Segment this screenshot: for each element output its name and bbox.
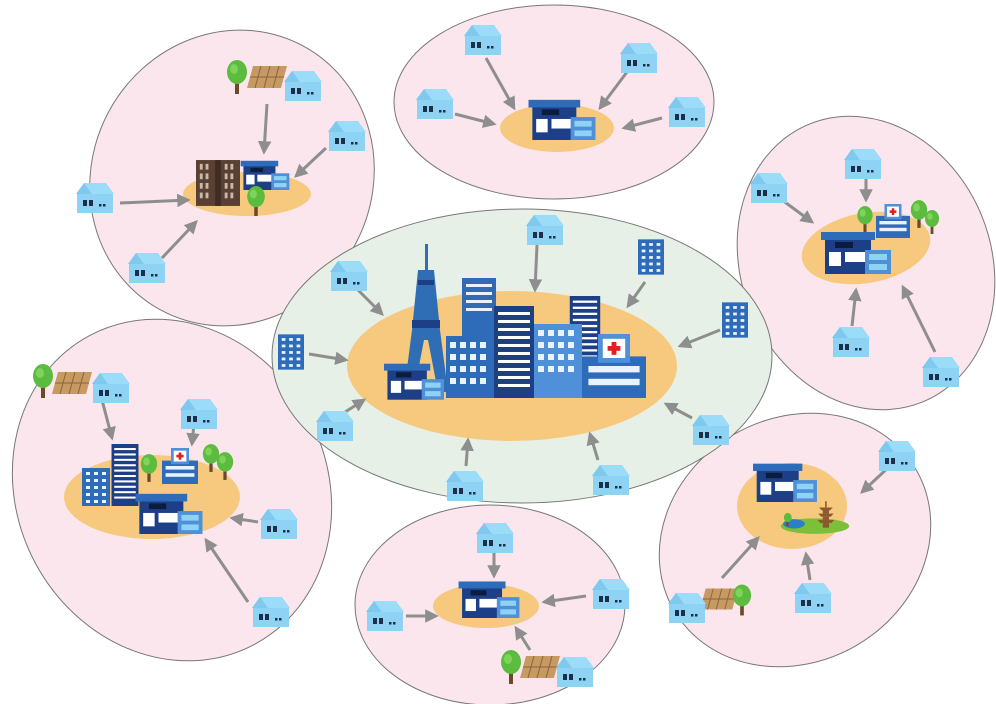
house-icon (366, 601, 404, 631)
house-icon (668, 593, 706, 623)
office-building-icon (494, 306, 534, 398)
arrow (484, 57, 516, 111)
solar-panel-icon (520, 656, 560, 678)
arrow (356, 288, 384, 316)
arrow (100, 399, 116, 441)
office-building-icon (534, 324, 582, 398)
house-icon (284, 71, 322, 101)
arrow (586, 431, 600, 461)
arrow (848, 287, 862, 327)
house-icon (446, 471, 484, 501)
house-icon (878, 441, 916, 471)
arrow (514, 625, 532, 651)
house-icon (526, 215, 564, 245)
house-icon (556, 657, 594, 687)
office-building-icon (82, 468, 110, 506)
house-icon (416, 89, 454, 119)
arrow (781, 198, 815, 224)
central-city (384, 244, 646, 400)
arrow (119, 193, 191, 208)
house-icon (794, 583, 832, 613)
house-icon (76, 183, 114, 213)
house-icon (844, 149, 882, 179)
arrow (663, 402, 693, 420)
house-icon (92, 373, 130, 403)
arrow (308, 351, 349, 365)
house-icon (128, 253, 166, 283)
house-icon (464, 25, 502, 55)
house-icon (668, 97, 706, 127)
apartment-block-icon (196, 160, 240, 206)
tokyo-tower-icon (404, 244, 448, 392)
arrow (598, 71, 629, 111)
house-icon (832, 327, 870, 357)
arrows (100, 57, 937, 651)
solar-panel-icon (700, 588, 738, 610)
house-icon (316, 411, 354, 441)
office-building-icon (446, 336, 492, 398)
arrow (294, 146, 328, 178)
arrow (229, 512, 259, 527)
house-icon (922, 357, 960, 387)
arrow (528, 244, 543, 293)
solar-panel-icon (52, 372, 92, 394)
house-icon (260, 509, 298, 539)
arrow (541, 593, 587, 608)
office-building-icon (278, 334, 304, 370)
arrow (901, 284, 937, 353)
arrow (800, 551, 815, 581)
house-icon (180, 399, 218, 429)
arrow (160, 220, 198, 260)
office-building-icon (111, 444, 139, 506)
arrow (257, 103, 272, 155)
office-building-icon (722, 302, 748, 338)
house-icon (692, 415, 730, 445)
house-icon (592, 579, 630, 609)
arrow (720, 535, 760, 580)
house-icon (328, 121, 366, 151)
arrow (677, 328, 721, 349)
house-icon (476, 523, 514, 553)
house-icon (330, 261, 368, 291)
arrow (626, 281, 647, 309)
arrow (460, 437, 474, 467)
house-icon (592, 465, 630, 495)
arrow (204, 537, 250, 603)
arrow (621, 116, 663, 132)
office-building-icon (638, 239, 664, 275)
house-icon (620, 43, 658, 73)
house-icon (252, 597, 290, 627)
arrow (454, 112, 497, 128)
solar-panel-icon (247, 66, 287, 88)
house-icon (750, 173, 788, 203)
